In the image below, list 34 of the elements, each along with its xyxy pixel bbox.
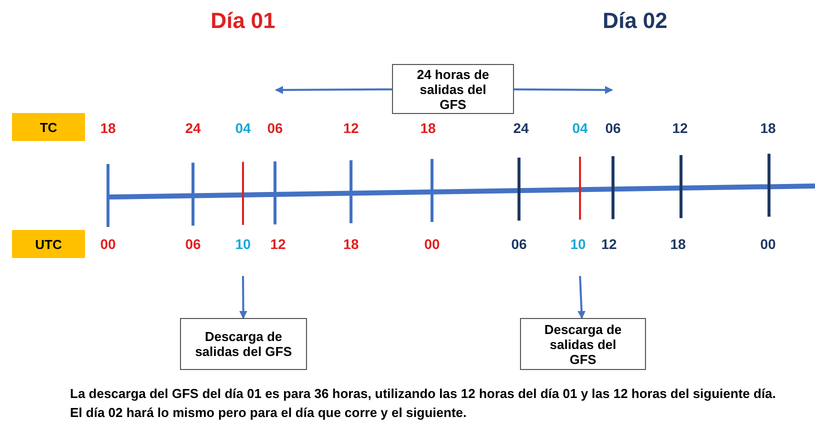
axis-label-tag: UTC [12, 230, 85, 258]
hour-label: 06 [267, 120, 283, 136]
hour-label: 04 [572, 120, 588, 136]
arrow [239, 276, 248, 319]
hour-label: 06 [511, 236, 527, 252]
axis-label-tag: TC [12, 113, 85, 141]
day-heading: Día 01 [210, 8, 276, 34]
arrow [275, 86, 392, 94]
hour-label: 04 [235, 120, 251, 136]
callout-box: Descarga de salidas del GFS [180, 318, 307, 370]
hour-label: 06 [185, 236, 201, 252]
hour-label: 10 [235, 236, 251, 252]
hour-label: 18 [343, 236, 359, 252]
hour-label: 10 [570, 236, 586, 252]
arrow [514, 86, 613, 94]
arrow [578, 276, 586, 319]
hour-label: 06 [605, 120, 621, 136]
hour-label: 18 [420, 120, 436, 136]
hour-label: 00 [100, 236, 116, 252]
caption: La descarga del GFS del día 01 es para 36 horas, utilizando las 12 horas del día 01 y las 12 horas del siguiente día. El día 02 hará lo mismo pero para el día que corre y el siguiente. [70, 385, 777, 422]
hour-label: 12 [270, 236, 286, 252]
hour-label: 18 [100, 120, 116, 136]
callout-box: Descarga de salidas del GFS [520, 318, 646, 370]
hour-label: 24 [513, 120, 529, 136]
day-heading: Día 02 [602, 8, 668, 34]
callout-box: 24 horas de salidas del GFS [392, 64, 514, 114]
hour-label: 00 [760, 236, 776, 252]
hour-label: 24 [185, 120, 201, 136]
hour-label: 12 [672, 120, 688, 136]
hour-label: 12 [601, 236, 617, 252]
hour-label: 18 [670, 236, 686, 252]
hour-label: 00 [424, 236, 440, 252]
hour-label: 18 [760, 120, 776, 136]
hour-label: 12 [343, 120, 359, 136]
